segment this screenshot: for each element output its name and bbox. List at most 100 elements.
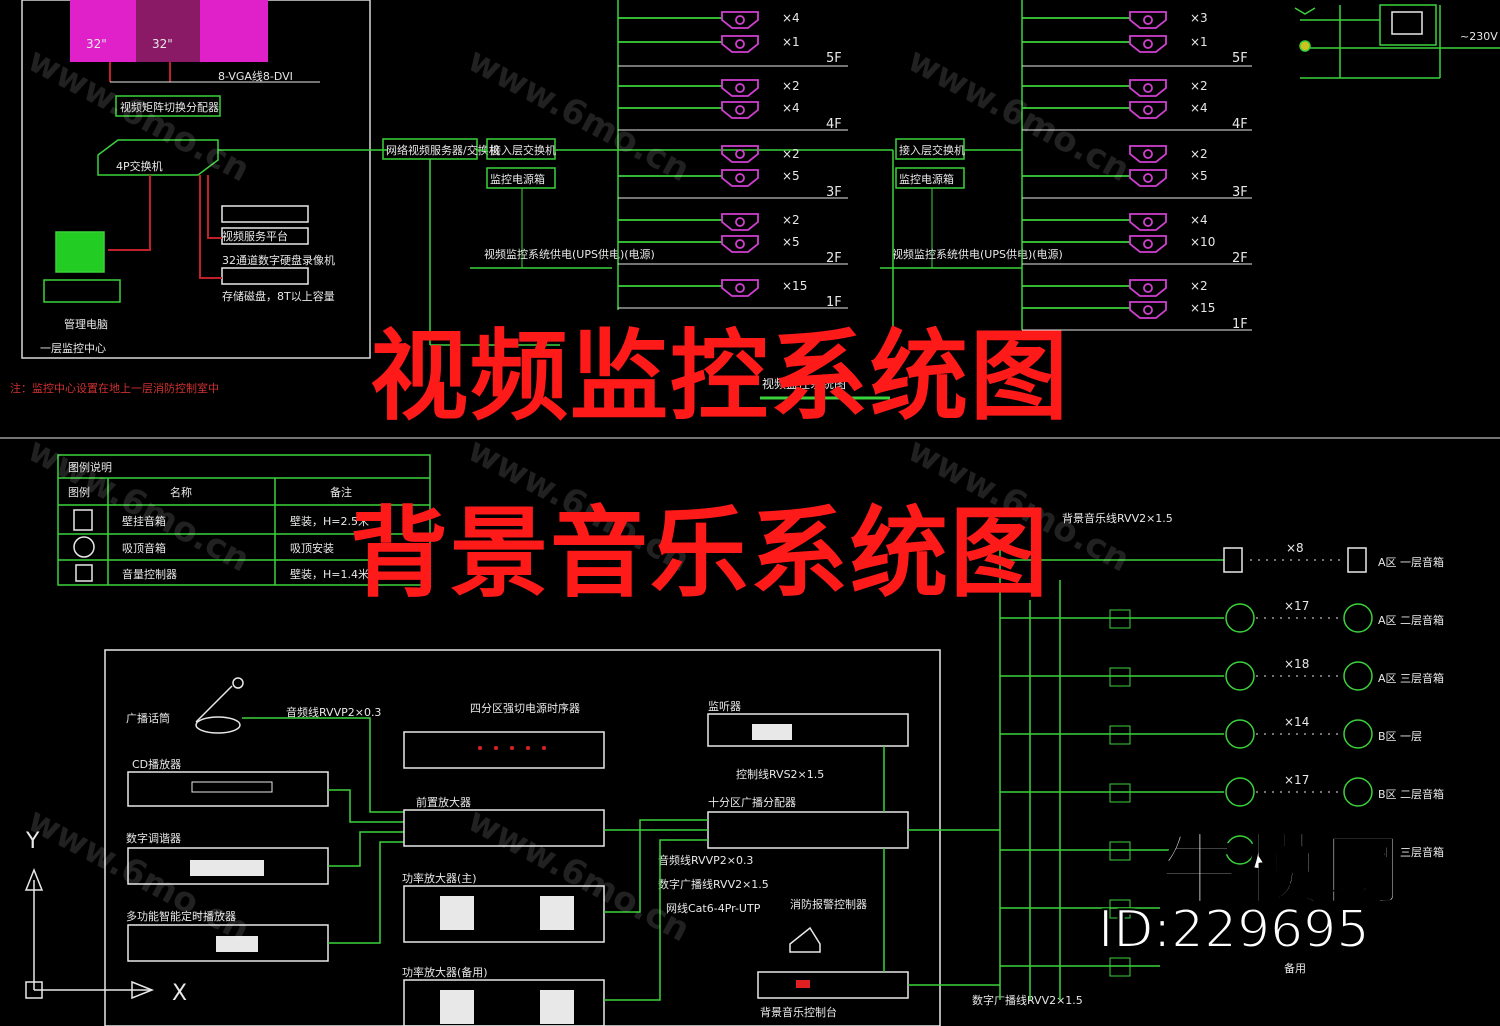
right-switch-label: 接入层交换机 (899, 143, 965, 157)
zone-row (1000, 547, 1367, 573)
workstation-keyboard (43, 279, 121, 303)
legend-note: 吸顶安装 (290, 541, 334, 555)
center-switch-label: 网络视频服务器/交换机 (386, 143, 500, 157)
legend-name: 吸顶音箱 (122, 541, 166, 555)
axis-y-label: Y (25, 829, 40, 854)
camera-icon (1022, 213, 1167, 231)
camera-icon (1129, 145, 1167, 163)
camera-count: ×4 (782, 11, 800, 25)
floor-label-3f: 3F (826, 185, 842, 200)
fire-alarm-panel (789, 926, 821, 953)
power-amplifier-backup (403, 979, 605, 1026)
zone-count: ×18 (1284, 657, 1309, 671)
zone-count: ×14 (1284, 715, 1309, 729)
rack-label-3: 存储磁盘，8T以上容量 (222, 289, 335, 303)
zone-row (1000, 835, 1255, 865)
floor-label-3f-right: 3F (1232, 185, 1248, 200)
legend-header: 名称 (170, 485, 192, 499)
right-device-label: 背景音乐控制台 (760, 1005, 837, 1019)
legend-header: 图例 (68, 485, 90, 499)
source-label: 广播话筒 (126, 711, 170, 725)
camera-icon (721, 145, 759, 163)
right-device-label: 消防报警控制器 (790, 897, 867, 911)
zone-label: B区 三层音箱 (1378, 845, 1444, 859)
ups-note-1: 视频监控系统供电(UPS供电)(电源) (484, 247, 655, 261)
camera-count: ×10 (1190, 235, 1215, 249)
camera-icon (618, 169, 759, 187)
camera-count: ×5 (1190, 169, 1208, 183)
top-right-device (1294, 4, 1500, 79)
rack-label-2: 32通道数字硬盘录像机 (222, 253, 335, 267)
camera-icon (1022, 235, 1167, 253)
camera-count: ×2 (1190, 79, 1208, 93)
camera-icon (1022, 35, 1167, 53)
vga-cable-label: 8-VGA线8-DVI (218, 69, 293, 83)
cable-label: 网线Cat6-4Pr-UTP (666, 901, 761, 915)
workstation-monitor (55, 231, 105, 273)
access-switch-label: 接入层交换机 (490, 143, 556, 157)
matrix-box (115, 95, 221, 117)
camera-icon (618, 235, 759, 253)
ups-note-2: 视频监控系统供电(UPS供电)(电源) (892, 247, 1063, 261)
camera-count: ×2 (782, 213, 800, 227)
video-wall-center (136, 0, 200, 62)
zone-label: B区 一层 (1378, 730, 1422, 743)
music-console (757, 971, 909, 999)
zone-count: ×17 (1284, 599, 1309, 613)
cable-label: 音频线RVVP2×0.3 (658, 853, 753, 867)
camera-count: ×2 (782, 147, 800, 161)
camera-icon (618, 79, 759, 97)
cable-label: 数字广播线RVV2×1.5 (658, 877, 769, 891)
cable-label: 控制线RVS2×1.5 (736, 767, 824, 781)
camera-icon (618, 11, 759, 29)
camera-count: ×2 (782, 79, 800, 93)
video-system-title: 视频监控系统图 (369, 320, 1070, 434)
camera-group-right (1022, 11, 1167, 319)
camera-count: ×2 (1190, 279, 1208, 293)
video-subtitle: 视频监控系统图 (762, 376, 846, 391)
floor-label-1f-right: 1F (1232, 317, 1248, 332)
rack-label-1: 视频服务平台 (222, 229, 288, 243)
axis-x-label: X (172, 981, 187, 1006)
camera-icon (618, 213, 759, 231)
legend-title: 图例说明 (68, 460, 112, 474)
zone-row (1000, 777, 1373, 807)
image-id: ID:229695 (1097, 899, 1370, 961)
legend-note: 壁装，H=1.4米 (290, 567, 369, 581)
camera-count: ×4 (1190, 101, 1208, 115)
camera-icon (618, 279, 759, 297)
legend-header: 备注 (330, 485, 352, 499)
voltage-label: ~230V (1460, 30, 1498, 43)
floor-label-5f: 5F (826, 51, 842, 66)
floor-label-1f: 1F (826, 295, 842, 310)
source-label: 多功能智能定时播放器 (126, 909, 236, 923)
brand-logo: 牛模网 (1158, 825, 1407, 918)
camera-count: ×15 (1190, 301, 1215, 315)
zone-count: ×17 (1284, 773, 1309, 787)
center-device-label: 功率放大器(备用) (402, 965, 488, 979)
floor-label-4f: 4F (826, 117, 842, 132)
floor-label-2f-right: 2F (1232, 251, 1248, 266)
camera-icon (1022, 11, 1167, 29)
backup-label: 备用 (1284, 961, 1306, 975)
speaker-zones (1000, 547, 1373, 977)
zone-row-extra (1000, 899, 1160, 977)
camera-icon (1022, 279, 1167, 297)
legend-table (57, 454, 431, 586)
power-amplifier-main (403, 885, 605, 943)
camera-icon (618, 35, 759, 53)
camera-count: ×5 (782, 235, 800, 249)
source-cable-label: 音频线RVVP2×0.3 (286, 705, 381, 719)
camera-count: ×15 (782, 279, 807, 293)
monitor-label-1: 32" (86, 37, 107, 51)
monitor-label-2: 32" (152, 37, 173, 51)
music-system-title: 背景音乐系统图 (349, 497, 1050, 611)
right-device-label: 监听器 (708, 700, 741, 713)
camera-icon (1022, 301, 1167, 319)
floor-label-4f-right: 4F (1232, 117, 1248, 132)
power-box-label: 监控电源箱 (490, 172, 545, 186)
cable-label: 数字广播线RVV2×1.5 (972, 993, 1083, 1007)
zone-row (1000, 603, 1373, 633)
cd-player (127, 771, 329, 807)
